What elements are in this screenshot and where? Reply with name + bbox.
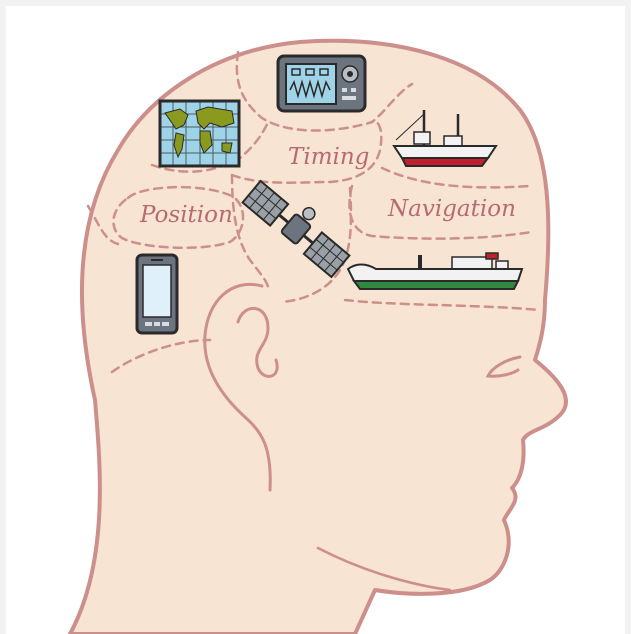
region-timing-bottom <box>230 120 383 184</box>
eye <box>485 355 522 378</box>
radar-display-icon <box>276 54 367 113</box>
cargo-ship-icon <box>346 252 524 290</box>
navigation-label: Navigation <box>387 196 516 222</box>
head-silhouette <box>68 38 568 634</box>
ear <box>203 282 272 492</box>
region-lower-cargo <box>343 298 542 312</box>
position-label: Position <box>139 202 233 228</box>
region-navigation-top <box>380 166 532 189</box>
smartphone-icon <box>135 253 179 335</box>
region-satellite-vertical <box>230 173 270 294</box>
ear-inner <box>236 306 279 378</box>
region-divider-top-left <box>235 50 414 132</box>
satellite-icon <box>241 179 351 279</box>
world-map-icon <box>158 99 241 168</box>
region-position-blob <box>112 185 245 249</box>
sailing-ship-icon <box>392 110 498 167</box>
region-navigation-box <box>348 184 534 240</box>
region-satellite-bottom <box>280 186 353 304</box>
region-left-wave <box>86 204 120 246</box>
jaw-line <box>316 546 452 592</box>
timing-label: Timing <box>288 144 369 170</box>
brain-regions <box>86 50 542 374</box>
